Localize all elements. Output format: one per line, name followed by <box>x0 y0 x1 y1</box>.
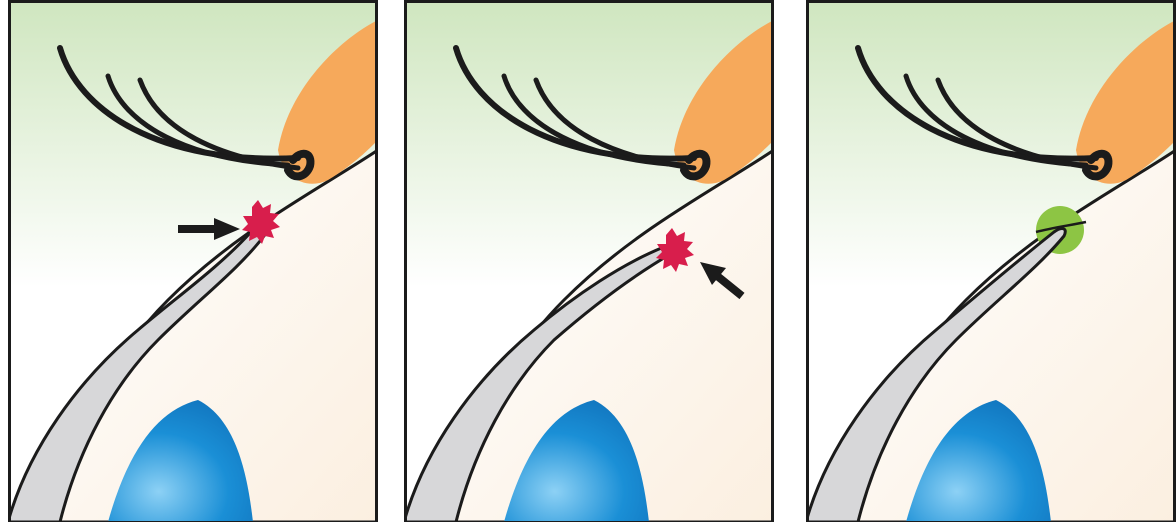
panel-2-illustration <box>404 0 774 522</box>
panel-2 <box>404 0 774 522</box>
panel-1-illustration <box>8 0 378 522</box>
panel-1 <box>8 0 378 522</box>
panel-3-illustration <box>806 0 1176 522</box>
panel-3 <box>806 0 1176 522</box>
